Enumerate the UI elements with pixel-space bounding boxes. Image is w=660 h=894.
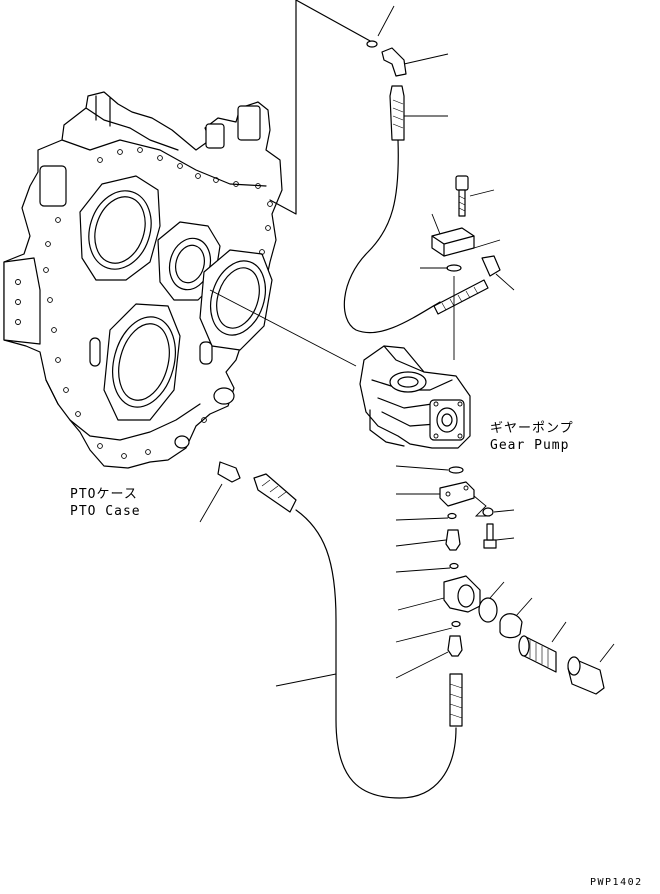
filter-head xyxy=(443,575,481,613)
o-ring-1 xyxy=(448,466,464,474)
gear-pump-label-en: Gear Pump xyxy=(490,438,569,453)
hose-end-lower xyxy=(449,673,463,727)
bolt-shank xyxy=(458,189,466,217)
pto-case xyxy=(3,91,283,469)
o-ring-top xyxy=(366,40,378,48)
lower-fittings xyxy=(439,466,605,727)
o-ring-mid xyxy=(446,264,462,272)
hose-lines xyxy=(209,0,457,799)
gear-pump xyxy=(359,345,471,449)
o-ring-2 xyxy=(447,512,457,520)
side-fitting xyxy=(481,255,501,277)
hose-end-pto xyxy=(253,473,297,513)
washer xyxy=(482,507,494,517)
bolt-head xyxy=(455,175,469,191)
drawing-code: PWP1402 xyxy=(590,877,643,888)
connector-2 xyxy=(447,635,463,657)
gear-pump-label-jp: ギヤーポンプ xyxy=(490,421,574,436)
flange-plate xyxy=(439,481,475,507)
elbow-fitting xyxy=(381,47,407,77)
filter-collar xyxy=(499,613,523,639)
pto-case-label-en: PTO Case xyxy=(70,504,141,519)
o-ring-3 xyxy=(449,562,459,570)
connector-1 xyxy=(445,529,461,551)
pto-case-label-jp: PTOケース xyxy=(70,487,138,502)
bolt-lower-head xyxy=(483,539,497,549)
leader-lines xyxy=(199,5,615,687)
pto-connector xyxy=(217,461,241,483)
hose-end-upper xyxy=(389,85,405,141)
o-ring-4 xyxy=(451,620,461,628)
pipe-segment xyxy=(433,279,489,315)
pto-side-fittings xyxy=(217,461,297,513)
upper-fittings xyxy=(366,40,501,360)
o-ring-filter xyxy=(478,597,498,623)
